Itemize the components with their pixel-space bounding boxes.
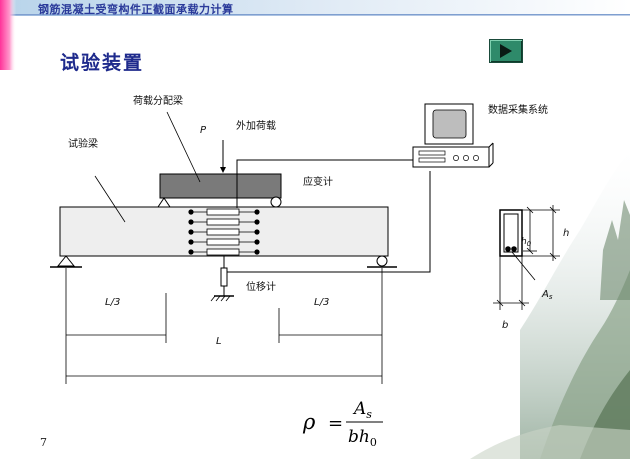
label-test-beam: 试验梁 bbox=[68, 137, 98, 150]
data-acquisition-computer bbox=[412, 103, 494, 168]
label-load-p: P bbox=[200, 125, 207, 136]
left-accent-strip bbox=[0, 0, 16, 70]
right-load-point-roller bbox=[270, 196, 282, 208]
label-strain-gauge: 应变计 bbox=[303, 175, 333, 188]
left-pin-support bbox=[56, 255, 76, 267]
next-slide-button[interactable] bbox=[489, 39, 523, 63]
page-number: 7 bbox=[40, 436, 47, 449]
header-divider bbox=[0, 14, 630, 16]
formula-rho: ρ bbox=[302, 410, 316, 434]
displacement-gauge bbox=[220, 267, 228, 287]
play-icon bbox=[500, 44, 512, 58]
label-section-h: h bbox=[563, 228, 569, 239]
formula-numerator: As bbox=[352, 399, 372, 421]
label-section-h0: h0 bbox=[521, 237, 532, 248]
leader-load-beam bbox=[166, 111, 201, 183]
right-roller-support bbox=[376, 255, 388, 267]
label-load-distribution-beam: 荷载分配梁 bbox=[133, 94, 183, 107]
label-displacement-gauge: 位移计 bbox=[246, 280, 276, 293]
test-setup-diagram bbox=[50, 103, 494, 384]
reinforcement-ratio-formula: ρ = As bh0 bbox=[302, 399, 383, 449]
displacement-wire bbox=[227, 171, 431, 273]
strain-gauge-array bbox=[188, 208, 260, 256]
beam-cross-section bbox=[493, 205, 560, 310]
diagram-labels: 荷载分配梁 P 外加荷载 试验梁 应变计 数据采集系统 位移计 L/3 L/3 … bbox=[68, 94, 569, 347]
leader-test-beam bbox=[94, 175, 126, 223]
slide-heading: 试验装置 bbox=[60, 52, 145, 74]
load-distribution-beam bbox=[159, 173, 282, 199]
header-title: 钢筋混凝土受弯构件正截面承载力计算 bbox=[38, 3, 234, 16]
span-dimensions bbox=[65, 268, 383, 384]
left-load-point-support bbox=[157, 197, 171, 208]
formula-equals: = bbox=[328, 413, 343, 434]
label-right-third-span: L/3 bbox=[314, 297, 329, 308]
strain-wire bbox=[236, 159, 413, 208]
mountain-landscape-image bbox=[470, 150, 630, 459]
label-external-load: 外加荷载 bbox=[236, 120, 276, 132]
label-span: L bbox=[216, 336, 222, 347]
formula-denominator: bh0 bbox=[348, 427, 377, 449]
label-data-acquisition: 数据采集系统 bbox=[488, 103, 548, 116]
header-strip bbox=[0, 0, 630, 16]
label-section-b: b bbox=[502, 320, 508, 331]
label-left-third-span: L/3 bbox=[105, 297, 120, 308]
label-section-as: As bbox=[541, 289, 553, 301]
